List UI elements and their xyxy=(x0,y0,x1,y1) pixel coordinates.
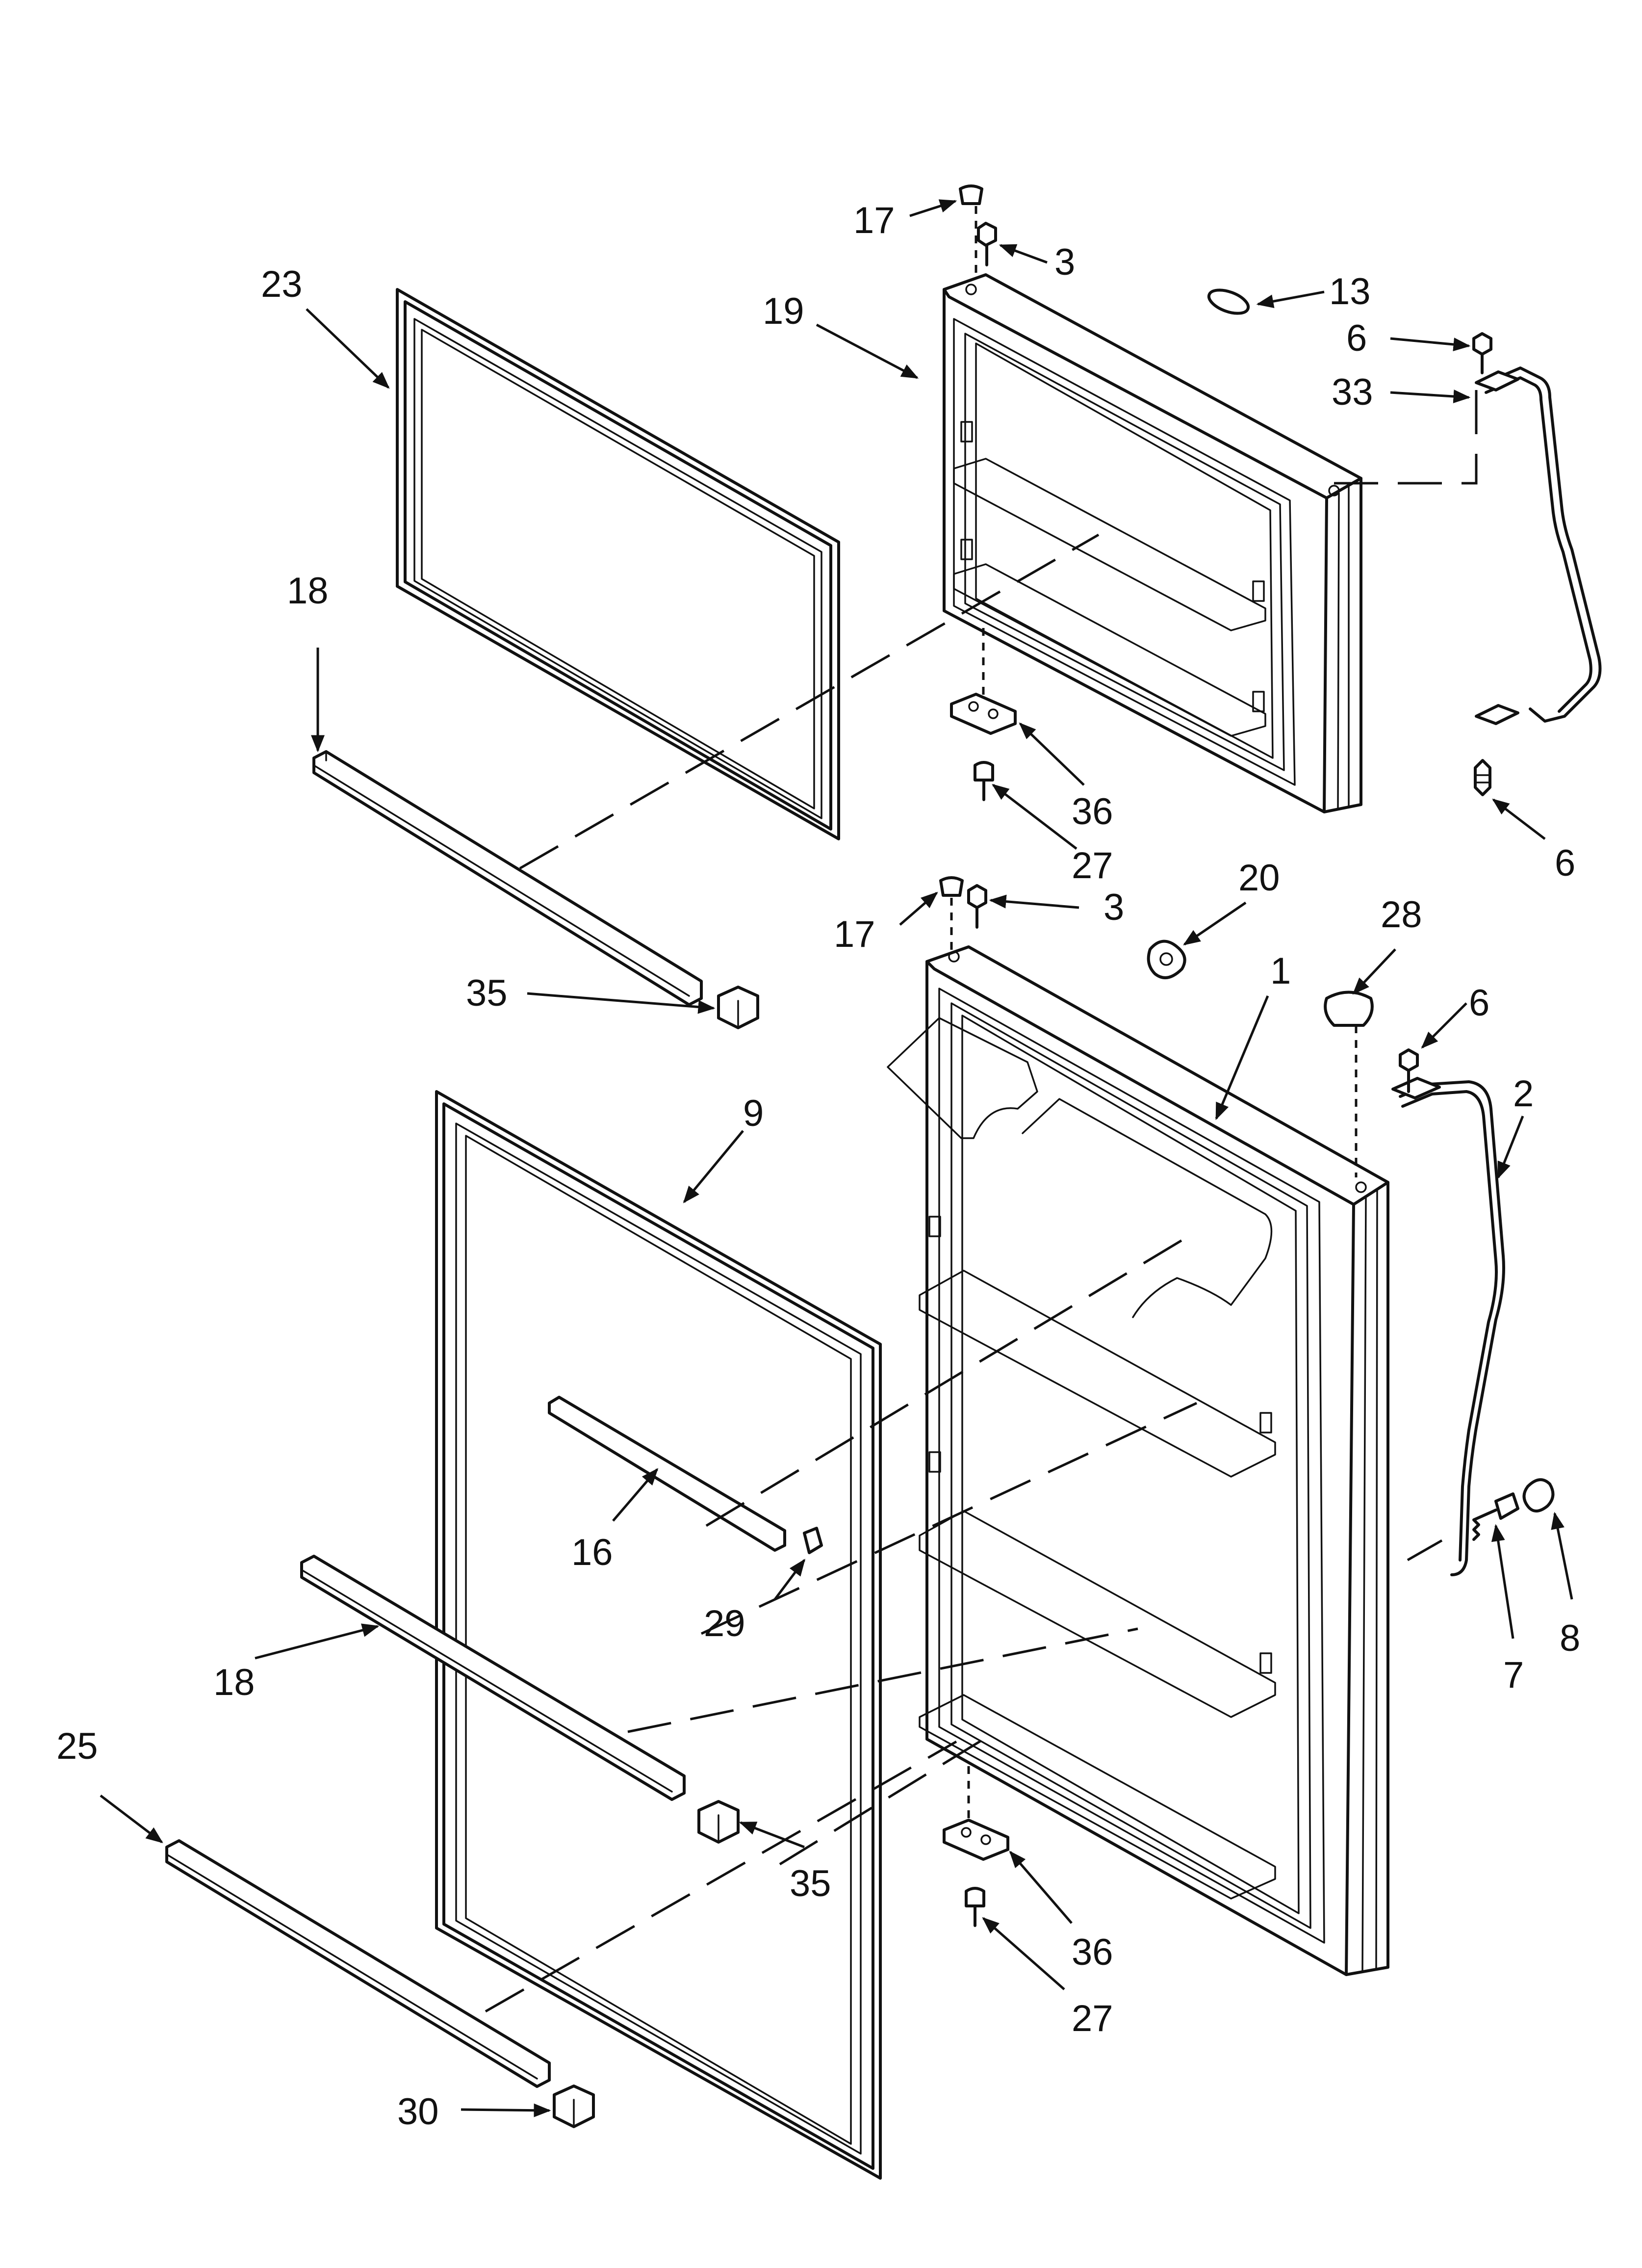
plug-13 xyxy=(1207,288,1250,315)
callout-8: 8 xyxy=(1560,1617,1580,1659)
screw-27-top xyxy=(974,761,994,801)
callout-6-bottom: 6 xyxy=(1555,842,1575,884)
screw-6-bottom xyxy=(1474,759,1491,796)
screw-27-bottom xyxy=(965,1887,985,1927)
screw-7 xyxy=(1472,1492,1519,1541)
refrigerator-handle xyxy=(1391,1077,1505,1576)
strip-clip-35-bottom xyxy=(697,1800,740,1844)
callout-25: 25 xyxy=(56,1725,98,1767)
freezer-strip-clip xyxy=(717,986,759,1029)
cap-8 xyxy=(1522,1478,1555,1512)
refrigerator-door-gasket xyxy=(435,1090,882,2180)
callout-36-top: 36 xyxy=(1072,791,1113,833)
callout-29: 29 xyxy=(704,1603,745,1644)
callout-27-bottom: 27 xyxy=(1072,1998,1113,2039)
callout-23: 23 xyxy=(261,263,303,305)
shelf-retainer-16 xyxy=(548,1396,786,1552)
door-stop-17-bottom xyxy=(939,876,964,897)
screw-3-top xyxy=(977,222,997,266)
callout-18-top: 18 xyxy=(287,570,329,612)
freezer-liner-strip xyxy=(312,750,703,1006)
bracket-20 xyxy=(1147,939,1186,979)
screw-6-top xyxy=(1472,332,1492,374)
callout-35-top: 35 xyxy=(466,972,508,1014)
callout-18-bottom: 18 xyxy=(213,1662,255,1703)
callout-35-bottom: 35 xyxy=(790,1863,831,1904)
plug-28 xyxy=(1324,991,1374,1027)
leader-lines xyxy=(100,199,1573,2117)
callout-7: 7 xyxy=(1503,1654,1524,1696)
callout-16: 16 xyxy=(571,1532,613,1573)
callout-17-bottom: 17 xyxy=(834,913,875,955)
screw-3-bottom xyxy=(967,884,987,929)
clip-30 xyxy=(553,2085,595,2128)
freezer-handle xyxy=(1475,366,1602,725)
callout-9: 9 xyxy=(743,1093,764,1134)
callout-30: 30 xyxy=(397,2091,439,2133)
callout-6-handle: 6 xyxy=(1469,982,1489,1024)
callout-6-top: 6 xyxy=(1346,317,1367,359)
refrigerator-liner-strip xyxy=(300,1555,686,1801)
callout-27-top: 27 xyxy=(1072,845,1113,886)
freezer-door xyxy=(943,273,1362,813)
callout-3-top: 3 xyxy=(1054,241,1075,283)
refrigerator-door xyxy=(887,945,1389,1976)
clip-29 xyxy=(803,1527,823,1554)
door-stop-17-top xyxy=(959,184,983,205)
callout-3-bottom: 3 xyxy=(1103,886,1124,928)
callout-20: 20 xyxy=(1238,857,1280,899)
bottom-strip-25 xyxy=(165,1839,551,2088)
hinge-36-top xyxy=(950,693,1017,735)
callout-36-bottom: 36 xyxy=(1072,1931,1113,1973)
callout-labels: 23 19 17 3 13 6 33 18 36 27 6 20 17 3 28… xyxy=(56,200,1580,2133)
hinge-36-bottom xyxy=(943,1819,1009,1861)
callout-13: 13 xyxy=(1329,271,1371,313)
callout-33: 33 xyxy=(1332,371,1373,413)
alignment-lines xyxy=(485,206,1478,2013)
callout-17-top: 17 xyxy=(853,200,895,241)
freezer-door-gasket xyxy=(396,288,840,840)
callout-19: 19 xyxy=(763,290,804,332)
screw-6-handle xyxy=(1399,1048,1419,1093)
callout-2: 2 xyxy=(1513,1073,1534,1115)
callout-28: 28 xyxy=(1381,894,1422,936)
callout-1: 1 xyxy=(1270,950,1291,992)
